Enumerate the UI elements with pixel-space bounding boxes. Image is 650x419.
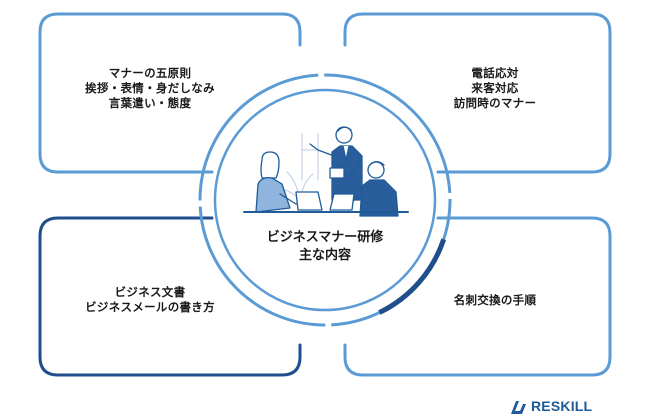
quadrant-bottom-right-text: 名刺交換の手順 <box>395 293 595 308</box>
outer-ring-segment <box>198 73 452 327</box>
center-title: ビジネスマナー研修 主な内容 <box>225 229 425 265</box>
quadrant-line: 言葉遣い・態度 <box>108 96 192 110</box>
standing-man-figure <box>309 126 363 201</box>
center-title-line: 主な内容 <box>298 248 351 263</box>
reskill-logo-icon <box>511 401 526 414</box>
inner-ring <box>213 88 437 312</box>
quadrant-top-left-text: マナーの五原則 挨拶・表情・身だしなみ 言葉遣い・態度 <box>50 66 250 111</box>
quadrant-box-bottom-left <box>38 216 302 377</box>
seated-woman-figure <box>255 151 305 213</box>
quadrant-line: ビジネスメールの書き方 <box>85 300 215 314</box>
laptop-right <box>329 193 355 211</box>
logo-text: RESKILL <box>531 398 593 414</box>
window-frame <box>301 133 319 181</box>
reskill-logo: RESKILL <box>509 396 592 416</box>
laptop-left <box>295 191 323 211</box>
center-title-line: ビジネスマナー研修 <box>266 230 384 245</box>
meeting-illustration <box>243 126 409 217</box>
quadrant-line: 電話応対 <box>471 66 519 80</box>
quadrant-box-top-left <box>38 12 302 174</box>
quadrant-top-right-text: 電話応対 来客対応 訪問時のマナー <box>395 66 595 111</box>
quadrant-line: 名刺交換の手順 <box>453 293 537 307</box>
quadrant-line: マナーの五原則 <box>108 66 192 80</box>
quadrant-line: 挨拶・表情・身だしなみ <box>85 81 215 95</box>
quadrant-box-bottom-right <box>343 216 612 377</box>
seated-man-figure <box>337 161 399 217</box>
quadrant-line: 来客対応 <box>471 81 519 95</box>
quadrant-line: 訪問時のマナー <box>453 96 537 110</box>
quadrant-box-top-right <box>343 12 612 174</box>
quadrant-line: ビジネス文書 <box>114 285 186 299</box>
quadrant-bottom-left-text: ビジネス文書 ビジネスメールの書き方 <box>50 285 250 315</box>
